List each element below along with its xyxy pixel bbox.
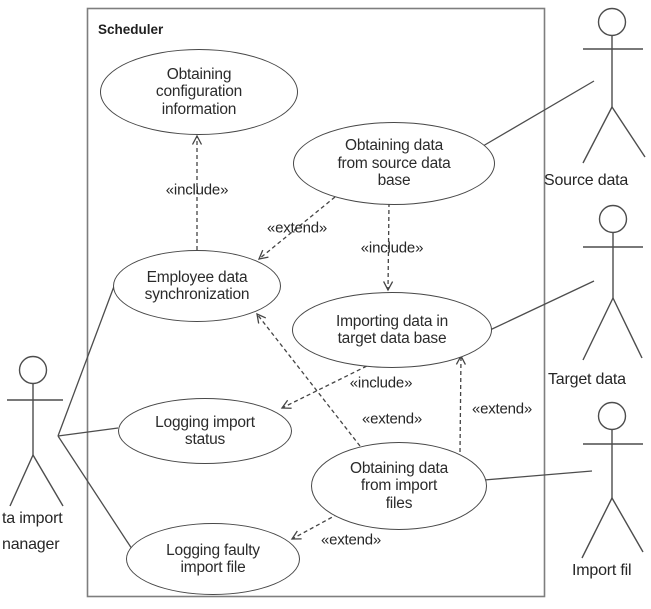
extend-arrow-source-to-sync bbox=[257, 196, 336, 260]
actor-label-source-data: Source data bbox=[544, 172, 629, 189]
stereotype-include-sync-to-config: «include» bbox=[165, 181, 229, 199]
system-boundary bbox=[86, 7, 546, 598]
stereotype-include-source-to-import: «include» bbox=[360, 239, 424, 257]
association-importtarget-targetdata bbox=[489, 280, 595, 331]
use-case-label: Obtaining data from import files bbox=[349, 459, 449, 512]
use-case-label: Employee data synchronization bbox=[144, 268, 250, 304]
association-manager-logstatus bbox=[57, 427, 119, 437]
actor-figure-data-import-manager bbox=[7, 355, 64, 507]
stereotype-include-import-to-logstatus: «include» bbox=[349, 374, 413, 392]
use-case-logging-import-status: Logging import status bbox=[118, 398, 292, 464]
use-case-obtaining-configuration-information: Obtaining configuration information bbox=[100, 49, 298, 135]
use-case-label: Obtaining data from source data base bbox=[337, 137, 451, 190]
actor-figure-source-data bbox=[582, 7, 646, 164]
stereotype-extend-files-to-logfaulty: «extend» bbox=[320, 531, 382, 549]
use-case-logging-faulty-import-file: Logging faulty import file bbox=[126, 523, 300, 595]
stereotype-extend-files-to-sync: «extend» bbox=[361, 410, 423, 428]
use-case-employee-data-synchronization: Employee data synchronization bbox=[113, 250, 281, 322]
association-manager-employeesync bbox=[57, 280, 117, 437]
dependency-arrows bbox=[191, 134, 466, 540]
actor-figure-target-data bbox=[582, 204, 643, 361]
actor-label-data-import-manager-line2: nanager bbox=[2, 536, 60, 553]
include-arrow-import-to-logstatus bbox=[280, 362, 374, 409]
extend-arrow-files-to-logfaulty bbox=[290, 513, 339, 540]
stereotype-extend-source-to-sync: «extend» bbox=[266, 219, 328, 237]
use-case-importing-data-in-target-database: Importing data in target data base bbox=[292, 292, 492, 368]
stereotype-extend-files-to-import: «extend» bbox=[471, 400, 533, 418]
use-case-label: Importing data in target data base bbox=[335, 312, 449, 348]
use-case-label: Logging faulty import file bbox=[166, 541, 260, 577]
association-manager-logfaulty bbox=[57, 435, 133, 550]
association-importfiles-importfile bbox=[483, 470, 593, 481]
association-lines bbox=[57, 80, 595, 550]
use-case-label: Logging import status bbox=[155, 413, 255, 449]
association-sourcedb-sourcedata bbox=[482, 80, 595, 147]
actor-label-import-file: Import fil bbox=[572, 562, 632, 579]
use-case-obtaining-data-from-import-files: Obtaining data from import files bbox=[311, 442, 487, 530]
use-case-label: Obtaining configuration information bbox=[155, 65, 243, 118]
use-case-obtaining-data-from-source-database: Obtaining data from source data base bbox=[293, 122, 495, 205]
actor-label-target-data: Target data bbox=[548, 371, 626, 388]
include-arrow-source-to-import bbox=[383, 202, 394, 292]
actor-figure-import-file bbox=[581, 401, 644, 559]
system-boundary-title: Scheduler bbox=[98, 22, 164, 37]
extend-arrow-files-to-import bbox=[455, 354, 466, 453]
actor-label-data-import-manager-line1: ta import bbox=[2, 510, 63, 527]
